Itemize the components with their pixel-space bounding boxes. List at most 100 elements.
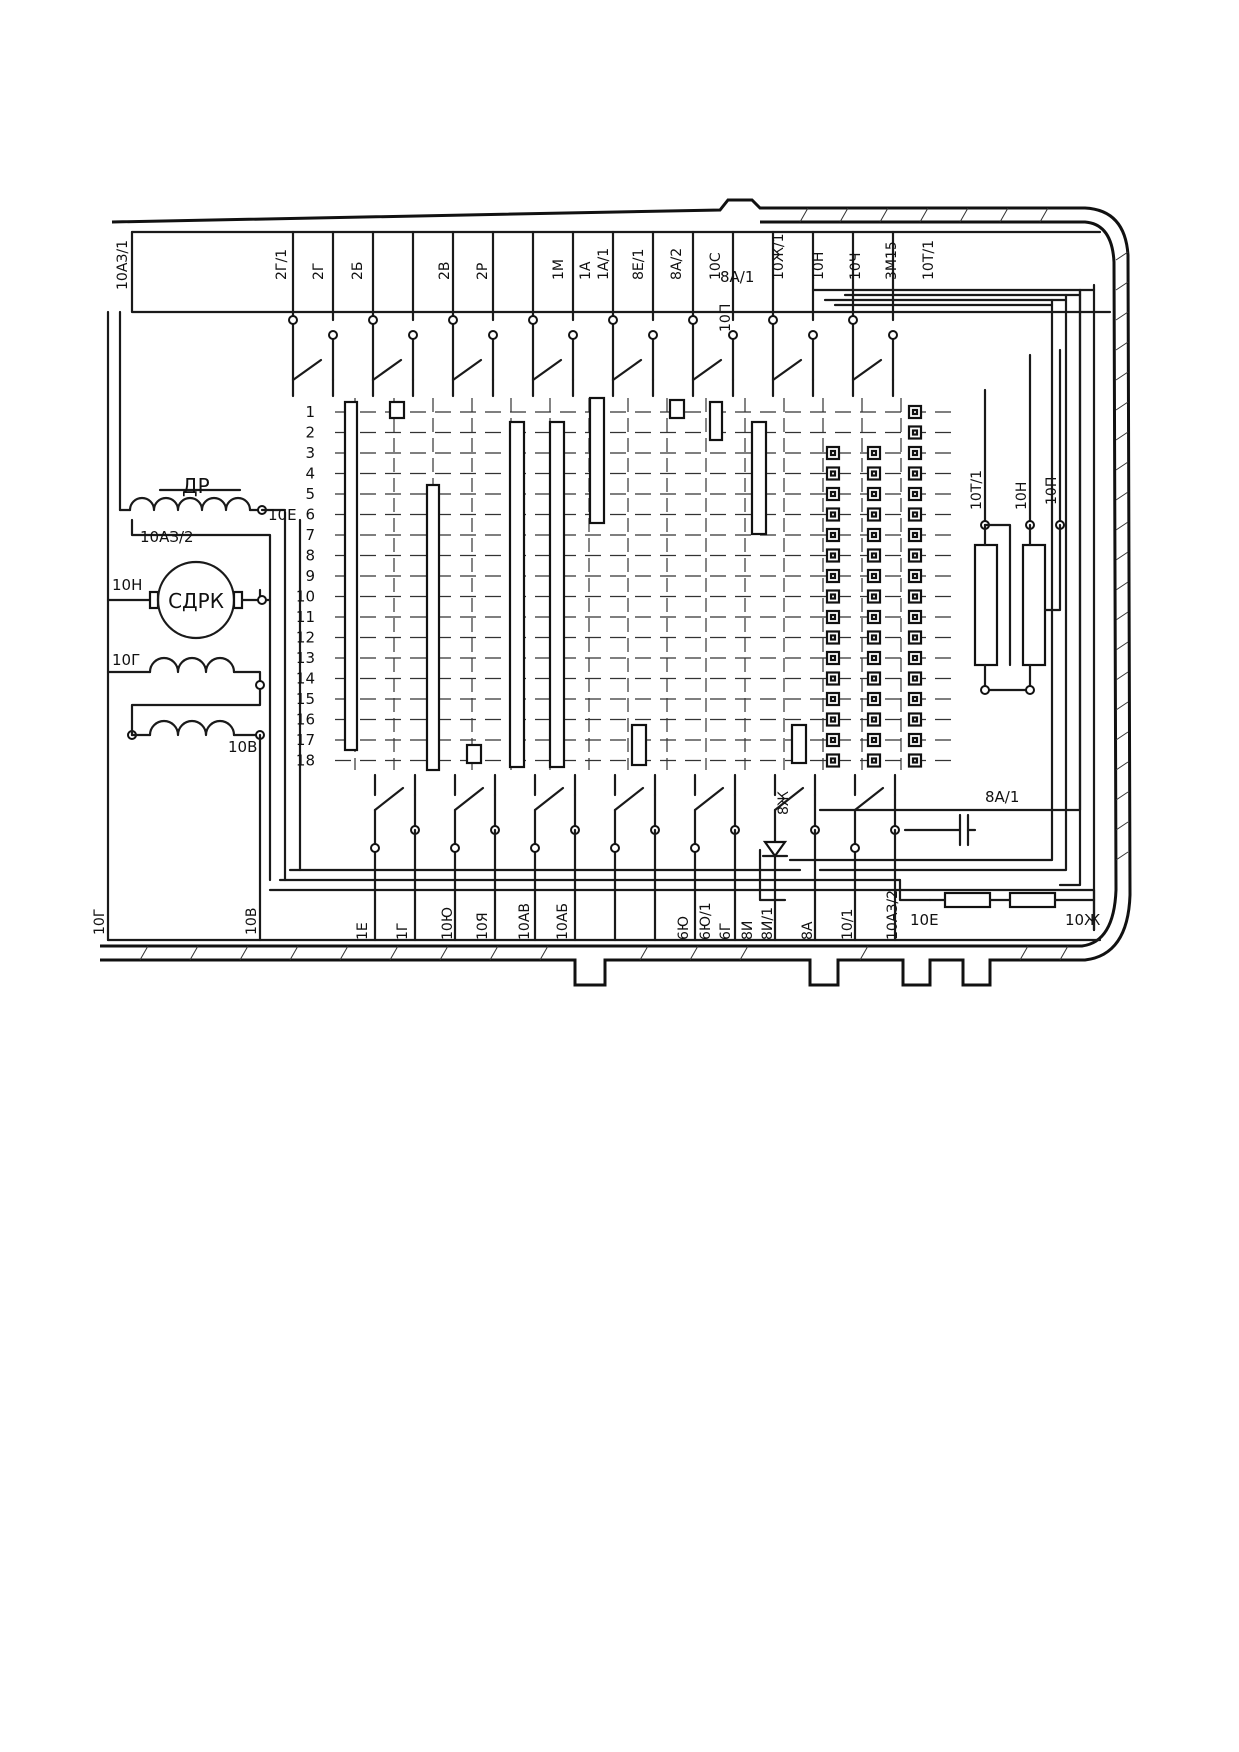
label-coil-bottom: 10В xyxy=(228,738,257,756)
label-top: 10Ч xyxy=(848,253,864,280)
terminal-dot xyxy=(829,634,837,641)
contact-blade xyxy=(451,358,483,382)
label-top: 1А/1 xyxy=(596,248,612,280)
terminal-dot xyxy=(829,675,837,682)
terminal-dot xyxy=(870,572,878,580)
row-number: 7 xyxy=(305,526,315,544)
contact-node xyxy=(688,315,698,325)
contact-node xyxy=(768,315,778,325)
terminal-dot xyxy=(911,511,919,518)
terminal-dot xyxy=(911,490,919,498)
terminal-dot xyxy=(911,429,919,436)
contact-node xyxy=(328,330,338,340)
terminal-dot xyxy=(911,654,919,662)
terminal-dot xyxy=(829,531,837,539)
terminal-dot xyxy=(829,490,837,498)
row-number: 16 xyxy=(296,711,315,729)
label-bottom: 6Ю/1 xyxy=(698,902,714,940)
label-top: 2Г xyxy=(311,263,327,280)
motor-sdrk xyxy=(106,560,272,640)
label-mid: 8А/1 xyxy=(720,268,754,286)
contact-node xyxy=(808,330,818,340)
contact-node xyxy=(648,330,658,340)
row-number: 14 xyxy=(296,670,315,688)
row-number: 15 xyxy=(296,690,315,708)
row-number: 18 xyxy=(296,752,315,770)
row-number: 1 xyxy=(305,403,315,421)
terminal-dot xyxy=(870,716,878,723)
terminal-dot xyxy=(870,634,878,641)
terminal-dot xyxy=(829,552,837,559)
label-top: 10Н xyxy=(811,252,827,280)
row-number: 13 xyxy=(296,649,315,667)
row-number: 6 xyxy=(305,506,315,524)
row-number: 5 xyxy=(305,485,315,503)
contact-node xyxy=(728,330,738,340)
contact-blade xyxy=(291,358,323,382)
label-choke-left: 10АЗ/2 xyxy=(140,528,194,546)
label-res: 10П xyxy=(1044,477,1060,505)
contact-blade xyxy=(533,786,565,812)
terminal-dot xyxy=(829,449,837,457)
label-top: 1А xyxy=(578,261,594,280)
terminal-dot xyxy=(911,593,919,600)
jumper-bar xyxy=(465,743,483,765)
contact-node xyxy=(850,843,860,853)
terminal-dot xyxy=(911,757,919,764)
jumper-bar xyxy=(388,400,406,420)
jumper-bars xyxy=(343,396,923,772)
jumper-bar xyxy=(668,398,686,420)
terminal-dot xyxy=(870,613,878,621)
label-bottom: 6Ю xyxy=(676,916,692,940)
terminal-dot xyxy=(870,593,878,600)
label-bottom: 10Я xyxy=(475,912,491,940)
label-top: 2В xyxy=(437,261,453,280)
terminal-dot xyxy=(911,634,919,641)
jumper-bar xyxy=(630,723,648,767)
contact-blade xyxy=(373,786,405,812)
choke-dr xyxy=(118,488,287,882)
terminal-dot xyxy=(870,490,878,498)
terminal-dot xyxy=(870,449,878,457)
terminal-dot xyxy=(911,736,919,744)
label-bottom: 10Ю xyxy=(440,907,456,940)
terminal-dot xyxy=(829,593,837,600)
contact-blade xyxy=(531,358,563,382)
label-top: 1М xyxy=(551,259,567,280)
label-top: 10Ж/1 xyxy=(771,233,787,280)
label-motor: СДРК xyxy=(168,589,224,613)
terminal-dot xyxy=(829,572,837,580)
label-top: 3М15 xyxy=(884,241,900,280)
terminal-dot xyxy=(870,736,878,744)
contact-blade xyxy=(691,358,723,382)
contact-node xyxy=(448,315,458,325)
label-coil-top: 10Г xyxy=(112,651,140,669)
jumper-bar xyxy=(790,723,808,765)
terminal-dot xyxy=(829,470,837,477)
label-res: 10Н xyxy=(1014,482,1030,510)
row-number: 10 xyxy=(296,588,315,606)
jumper-bar xyxy=(425,483,441,772)
terminal-dot xyxy=(829,695,837,703)
contact-node xyxy=(528,315,538,325)
terminal-dot xyxy=(911,695,919,703)
label-bottom: 8И xyxy=(740,921,756,940)
label-res-right: 10Ж xyxy=(1065,911,1100,929)
terminal-dot xyxy=(829,511,837,518)
label-bottom: 1Е xyxy=(355,922,371,940)
row-number: 2 xyxy=(305,424,315,442)
row-number: 4 xyxy=(305,465,315,483)
contact-node xyxy=(690,843,700,853)
outer-wiring xyxy=(106,230,1112,942)
label-top: 2Г/1 xyxy=(274,249,290,280)
label-rail-right: 10В xyxy=(244,908,260,935)
label-bottom: 10АЗ/2 xyxy=(885,890,901,940)
terminal-dot xyxy=(911,552,919,559)
housing-frame xyxy=(100,198,1132,987)
contact-node xyxy=(608,315,618,325)
jumper-bar xyxy=(508,420,526,769)
terminal-dot xyxy=(870,531,878,539)
jumper-bar xyxy=(548,420,566,769)
